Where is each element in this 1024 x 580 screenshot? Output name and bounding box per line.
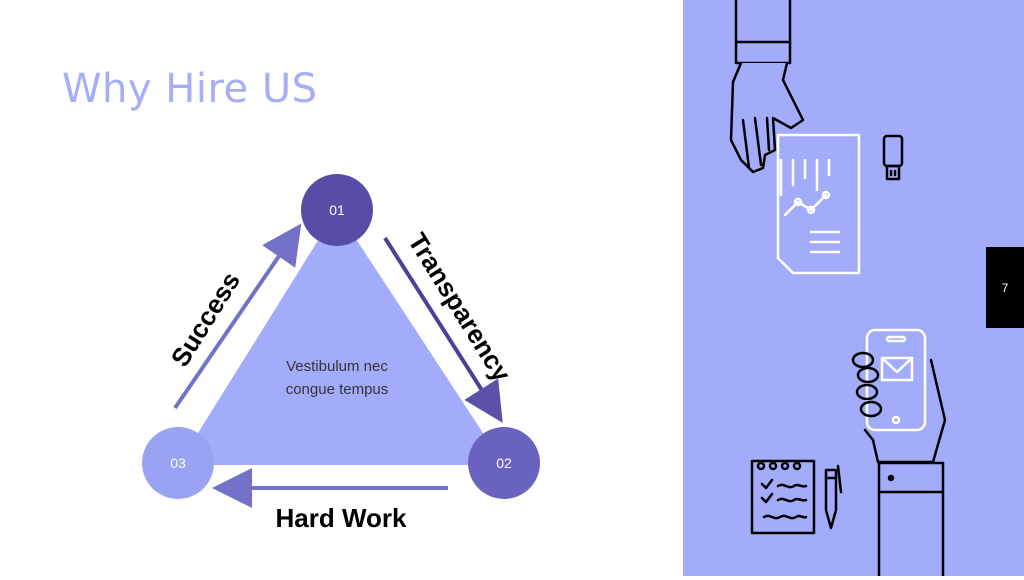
node-01: 01 — [301, 174, 373, 246]
center-text-line2: congue tempus — [286, 381, 389, 398]
illustration — [729, 0, 947, 580]
pen-icon — [824, 464, 843, 530]
usb-drive-icon — [882, 134, 904, 181]
transparency-arrow — [383, 236, 503, 423]
notepad-icon — [750, 459, 816, 535]
illustration-panel — [683, 0, 1024, 580]
svg-text:02: 02 — [496, 455, 512, 471]
svg-text:03: 03 — [170, 455, 186, 471]
process-diagram: 01 02 03 Vestibulum nec congue tempus Su… — [142, 174, 540, 533]
page-title: Why Hire US — [62, 66, 318, 112]
hand-with-phone-icon — [851, 328, 947, 580]
center-text-line1: Vestibulum nec — [286, 358, 388, 375]
hand-with-document-icon — [729, 0, 861, 275]
page-number: 7 — [986, 247, 1024, 328]
success-arrow — [173, 223, 302, 410]
node-03: 03 — [142, 427, 214, 499]
node-02: 02 — [468, 427, 540, 499]
hard-work-label: Hard Work — [276, 503, 408, 533]
triangle-shape — [178, 210, 504, 465]
svg-text:01: 01 — [329, 202, 345, 218]
